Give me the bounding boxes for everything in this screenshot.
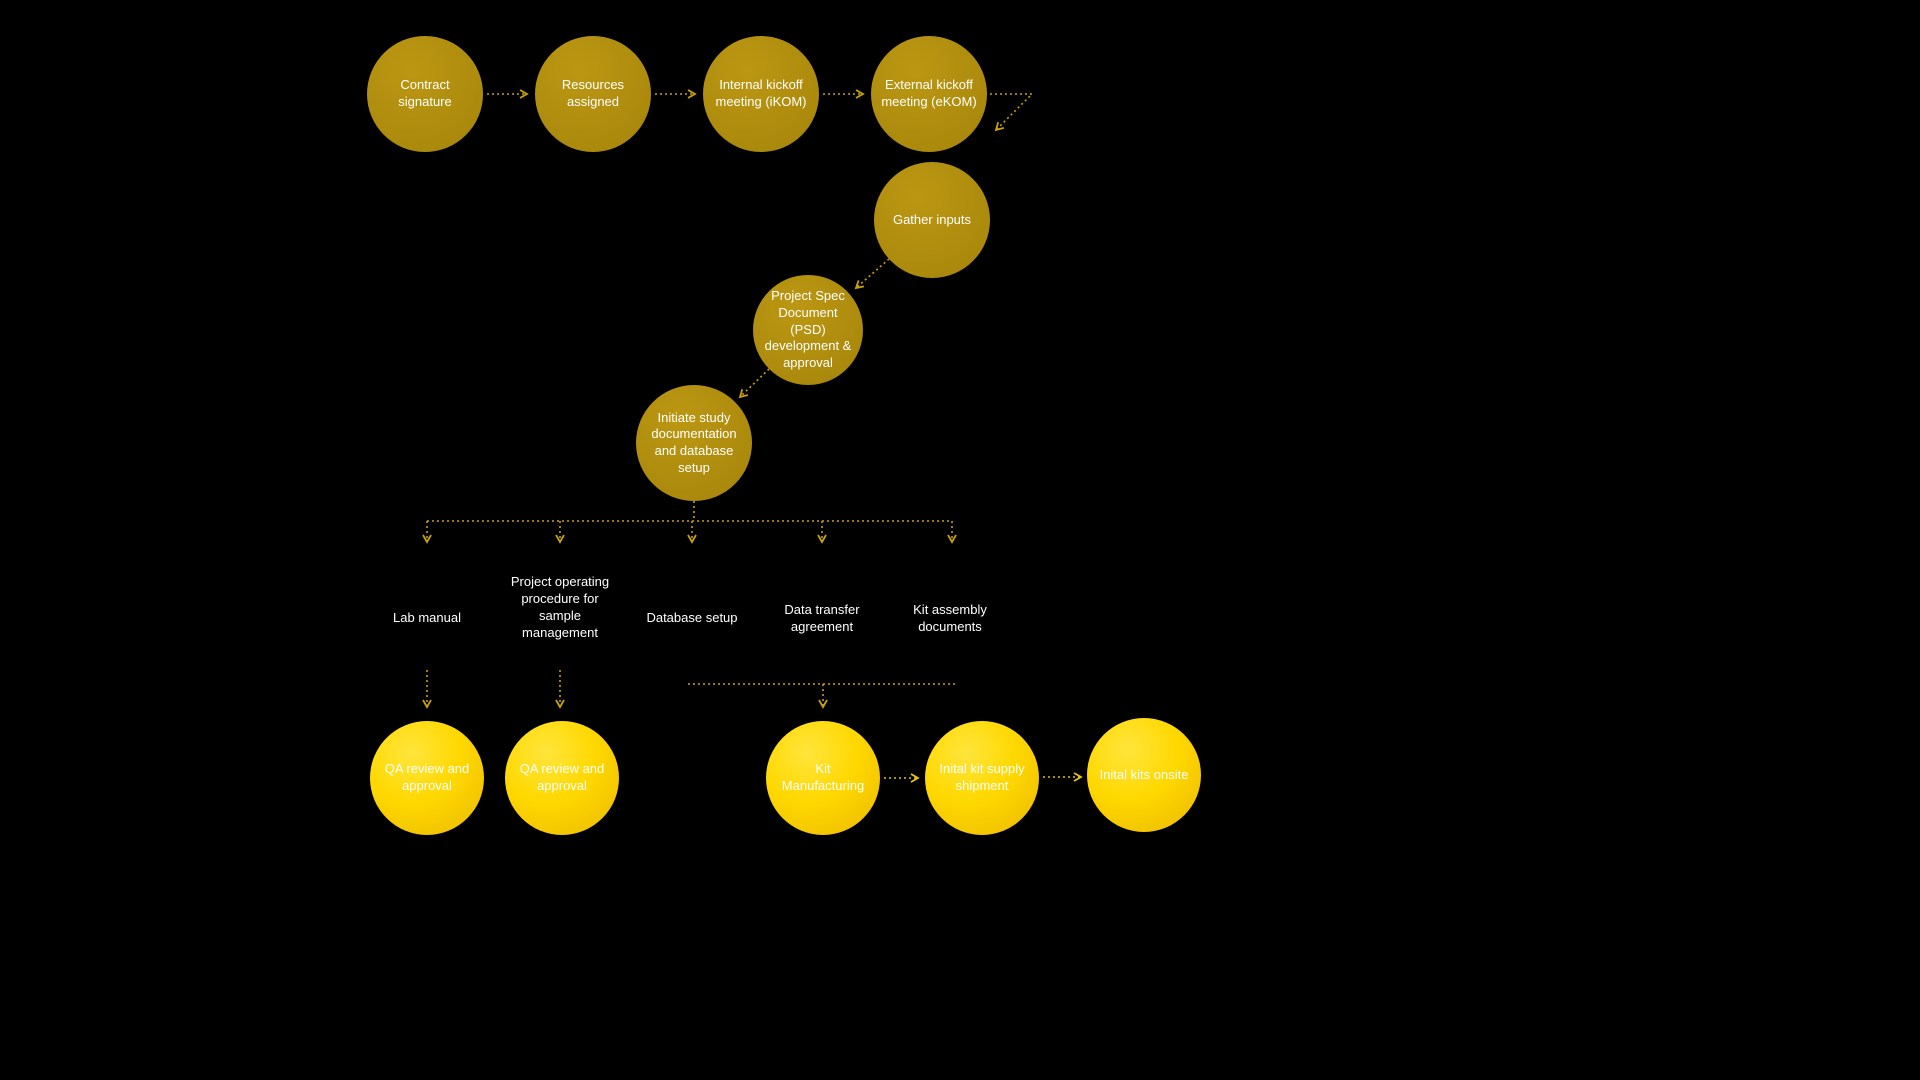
branch-label-project-operating-procedure: Project operating procedure for sample m… (510, 574, 610, 640)
node-qa-review-2: QA review and approval (505, 721, 619, 835)
arrow-ekom-to-gather (990, 93, 1034, 132)
node-label: Initiate study documentation and databas… (651, 409, 737, 475)
node-label: Internal kickoff meeting (iKOM) (715, 77, 807, 109)
branch-label-kit-assembly-documents: Kit assembly documents (913, 602, 987, 634)
arrow-gather-to-psd (854, 258, 890, 290)
node-label: QA review and approval (384, 761, 470, 793)
branch-label-lab-manual: Lab manual (393, 610, 461, 625)
node-initiate-study-documentation: Initiate study documentation and databas… (636, 385, 752, 501)
node-label: QA review and approval (519, 761, 605, 793)
node-label: Contract signature (398, 77, 452, 109)
node-label: Project Spec Document (PSD) development … (764, 288, 852, 370)
node-external-kickoff-meeting: External kickoff meeting (eKOM) (871, 36, 987, 152)
branch-label-database-setup: Database setup (646, 610, 738, 625)
node-kit-manufacturing: Kit Manufacturing (766, 721, 880, 835)
node-qa-review-1: QA review and approval (370, 721, 484, 835)
node-internal-kickoff-meeting: Internal kickoff meeting (iKOM) (703, 36, 819, 152)
node-label: Inital kit supply shipment (939, 761, 1025, 793)
node-resources-assigned: Resources assigned (535, 36, 651, 152)
branch-label-data-transfer-agreement: Data transfer agreement (784, 602, 860, 634)
node-inital-kits-onsite: Inital kits onsite (1087, 718, 1201, 832)
node-label: Kit Manufacturing (781, 761, 865, 793)
arrow-psd-to-initiate (738, 368, 770, 399)
node-label: Resources assigned (561, 77, 625, 109)
node-inital-kit-supply-shipment: Inital kit supply shipment (925, 721, 1039, 835)
node-gather-inputs: Gather inputs (874, 162, 990, 278)
node-label: Gather inputs (892, 211, 972, 227)
node-psd-development: Project Spec Document (PSD) development … (753, 275, 863, 385)
node-contract-signature: Contract signature (367, 36, 483, 152)
node-label: Inital kits onsite (1099, 766, 1189, 782)
node-label: External kickoff meeting (eKOM) (881, 77, 977, 109)
